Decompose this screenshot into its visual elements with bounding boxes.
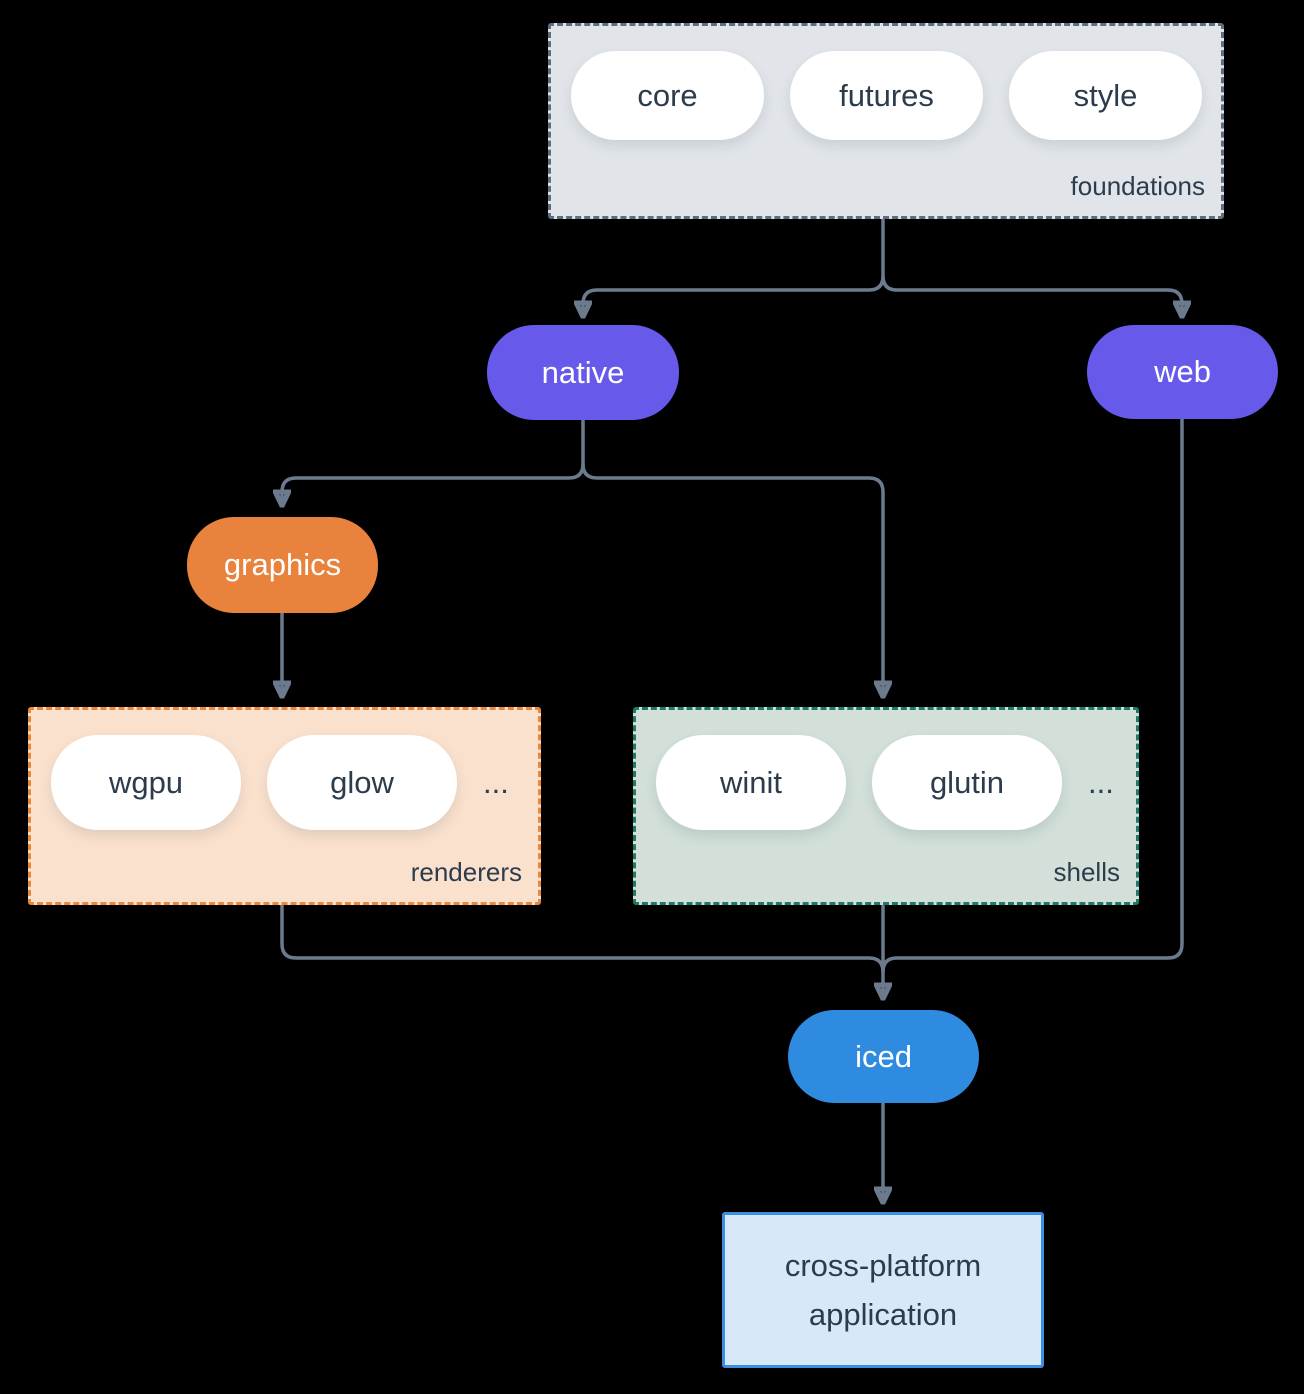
shells-ellipsis: ... [1088, 764, 1114, 800]
node-iced: iced [788, 1010, 979, 1103]
edge-foundations-native [583, 213, 885, 311]
foundations-pill-row: core futures style [571, 51, 1202, 140]
shells-group-label: shells [1053, 857, 1120, 887]
edge-foundations-web [881, 275, 1182, 311]
renderers-group-box: wgpu glow ... renderers [28, 707, 541, 905]
node-graphics: graphics [187, 517, 378, 613]
shells-group-box: winit glutin ... shells [633, 707, 1139, 905]
node-glow: glow [267, 735, 457, 830]
edge-renderers-iced [280, 899, 885, 973]
node-winit: winit [656, 735, 846, 830]
node-cross-platform-application: cross-platform application [722, 1212, 1044, 1368]
foundations-group-box: core futures style foundations [548, 23, 1224, 219]
node-wgpu: wgpu [51, 735, 241, 830]
renderers-group-label: renderers [410, 857, 522, 887]
node-glutin: glutin [872, 735, 1062, 830]
node-web: web [1087, 325, 1278, 419]
node-futures: futures [790, 51, 983, 140]
renderers-ellipsis: ... [483, 764, 509, 800]
node-native: native [487, 325, 679, 420]
foundations-group-label: foundations [1070, 171, 1205, 201]
shells-pill-row: winit glutin ... [656, 735, 1114, 830]
node-style: style [1009, 51, 1202, 140]
node-core: core [571, 51, 764, 140]
edge-native-graphics [282, 420, 585, 500]
renderers-pill-row: wgpu glow ... [51, 735, 509, 830]
edge-native-shells [581, 463, 883, 691]
